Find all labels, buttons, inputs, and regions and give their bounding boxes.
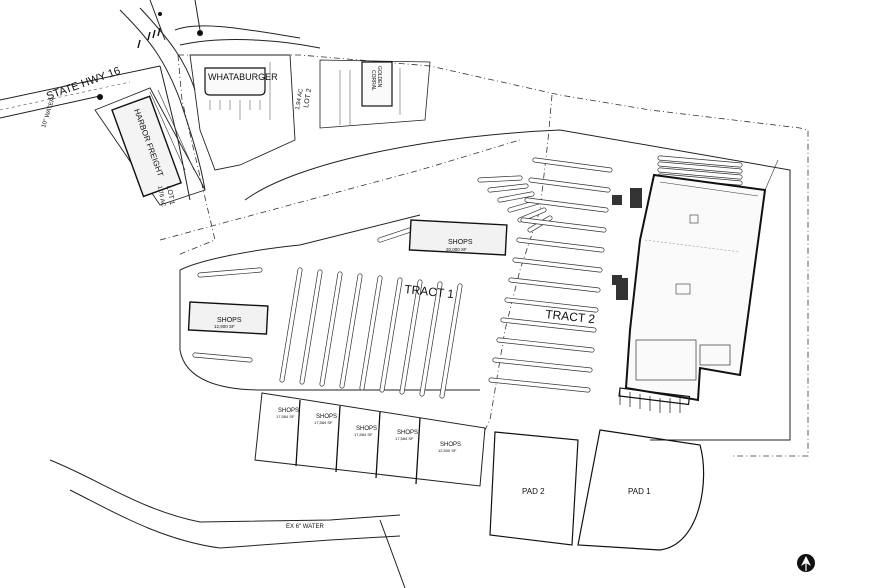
- parking-aisle-t2-fill: [493, 358, 592, 372]
- parking-aisle-north-fill: [658, 156, 742, 167]
- lot-1-label: LOT 1: [165, 185, 175, 205]
- parking-aisle-t2-fill: [501, 318, 596, 332]
- pad-1-label: PAD 1: [628, 487, 651, 496]
- parking-aisle-t2-fill: [509, 278, 600, 292]
- property-boundaries: [159, 54, 809, 457]
- shops-row-4-area: 17,584 SF: [395, 436, 414, 441]
- parking-aisle-west-fill: [193, 353, 252, 362]
- pad-2: PAD 2: [489, 431, 579, 546]
- parking-aisle-t2-fill: [517, 238, 604, 252]
- parking-aisle-t2-fill: [529, 178, 610, 192]
- south-road: [49, 459, 406, 588]
- parking-aisle-t1-fill: [440, 284, 462, 398]
- shops-west-label: SHOPS: [217, 317, 242, 324]
- parking-aisle-t2-fill: [513, 258, 602, 272]
- pad-2-label: PAD 2: [522, 487, 545, 496]
- shops-row-3-label: SHOPS: [356, 426, 377, 432]
- anchor-building: [612, 159, 779, 413]
- corner-store-name-1: GOLDEN: [376, 66, 382, 88]
- harbor-freight-building: [111, 95, 182, 198]
- parking-tract-1: [192, 175, 553, 399]
- parking-aisle-west-fill: [198, 268, 262, 277]
- main-site-outline: [179, 129, 791, 441]
- lot-2: WHATABURGER LOT 2 1.94 AC: [189, 54, 313, 171]
- water-line-label-south: EX 6" WATER: [286, 524, 324, 530]
- crosswalk-marks: [137, 27, 161, 49]
- parking-aisle-t2-fill: [533, 158, 612, 172]
- parking-aisle-t1-fill: [280, 268, 302, 382]
- parking-aisle-top-fill: [488, 184, 528, 192]
- north-arrow-icon: [797, 554, 815, 572]
- shops-row-2-label: SHOPS: [316, 414, 337, 420]
- whataburger-building: [204, 67, 266, 96]
- parking-aisle-north-fill: [658, 168, 742, 179]
- corner-store-name-2: CORRAL: [370, 70, 376, 91]
- parking-aisle-t1-fill: [300, 270, 322, 384]
- parking-aisle-top-fill: [478, 176, 522, 182]
- parking-aisle-t1-fill: [420, 282, 442, 396]
- parking-aisle-top-fill: [498, 192, 534, 202]
- water-line-label-north: 10" WATER: [41, 96, 57, 128]
- parking-aisle-t2-fill: [497, 338, 594, 352]
- shops-center-area: 20,000 SF: [446, 247, 467, 252]
- highway-label: STATE HWY 16: [45, 65, 122, 103]
- shops-row-4-label: SHOPS: [397, 430, 418, 436]
- shops-center: SHOPS 20,000 SF: [408, 219, 508, 256]
- shops-row-5-area: 12,500 SF: [438, 448, 457, 453]
- shops-center-label: SHOPS: [448, 239, 473, 246]
- highway-roads: [0, 0, 321, 201]
- parking-aisle-t1-fill: [320, 272, 342, 386]
- shops-west: SHOPS 12,900 SF: [187, 301, 269, 335]
- parking-aisle-north-fill: [658, 162, 742, 173]
- shops-row-5-label: SHOPS: [440, 442, 461, 448]
- whataburger-label: WHATABURGER: [208, 72, 278, 82]
- parking-aisle-t2-fill: [505, 298, 598, 312]
- parking-aisle-t1-fill: [360, 276, 382, 390]
- shops-row-3-area: 17,584 SF: [354, 432, 373, 437]
- corner-store-lot: GOLDEN CORRAL: [319, 59, 431, 129]
- parking-aisle-t2-fill: [521, 218, 606, 232]
- parking-aisle-t1-fill: [400, 280, 422, 394]
- shops-row: SHOPS 17,584 SF SHOPS 17,584 SF SHOPS 17…: [254, 392, 486, 487]
- parking-aisle-top-fill: [508, 200, 540, 212]
- tract-1-label: TRACT 1: [404, 282, 455, 301]
- parking-aisle-t2-fill: [525, 198, 608, 212]
- tract-2-label: TRACT 2: [545, 307, 596, 326]
- lot-2-label: LOT 2: [303, 88, 313, 108]
- shops-row-1-label: SHOPS: [278, 408, 299, 414]
- lot-2-area: 1.94 AC: [295, 88, 305, 111]
- highway-median: [0, 81, 131, 111]
- corner-store-building: [361, 61, 393, 107]
- pad-1: PAD 1: [577, 429, 705, 551]
- lot-1-area: 1.76 AC: [156, 185, 166, 208]
- shops-row-1-area: 17,584 SF: [276, 414, 295, 419]
- parking-aisle-t1-fill: [340, 274, 362, 388]
- shops-row-2-area: 17,584 SF: [314, 420, 333, 425]
- shops-west-area: 12,900 SF: [214, 324, 235, 329]
- traffic-signal-icon: [97, 12, 203, 100]
- parking-aisle-t1-fill: [380, 278, 402, 392]
- parking-aisle-mid-fill: [378, 228, 412, 242]
- parking-aisle-t2-fill: [489, 378, 590, 392]
